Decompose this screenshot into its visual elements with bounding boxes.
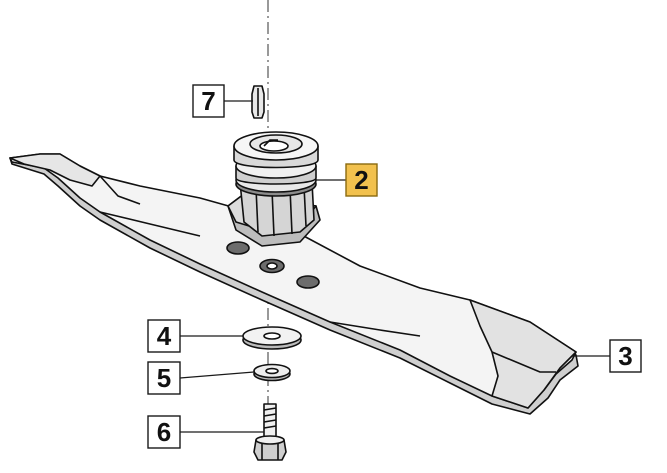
callout-2-label: 2 (354, 165, 368, 195)
callout-4-box (147, 319, 181, 353)
callout-6-box (147, 415, 181, 449)
callout-4-label: 4 (157, 321, 172, 351)
spring-washer[interactable] (253, 363, 291, 382)
leader-5 (179, 371, 255, 379)
callout-2-box (345, 163, 378, 197)
callout-5-label: 5 (157, 363, 171, 393)
mower-blade[interactable] (9, 153, 579, 415)
callout-7-box (192, 84, 225, 118)
callout-7-label: 7 (201, 86, 215, 116)
callout-3-label: 3 (618, 341, 632, 371)
large-washer[interactable] (242, 326, 302, 350)
callout-leaders (179, 100, 610, 433)
callout-3[interactable]: 3 (609, 339, 642, 373)
blade-bolt[interactable] (253, 403, 287, 461)
callout-6-label: 6 (157, 417, 171, 447)
callout-6[interactable]: 6 (147, 415, 181, 449)
callout-5[interactable]: 5 (147, 361, 181, 395)
blade-adapter-hub[interactable] (227, 131, 321, 247)
callout-2[interactable]: 2 (345, 163, 378, 197)
callout-3-box (609, 339, 642, 373)
callout-4[interactable]: 4 (147, 319, 181, 353)
callout-5-box (147, 361, 181, 395)
woodruff-key[interactable] (251, 85, 265, 119)
callout-7[interactable]: 7 (192, 84, 225, 118)
